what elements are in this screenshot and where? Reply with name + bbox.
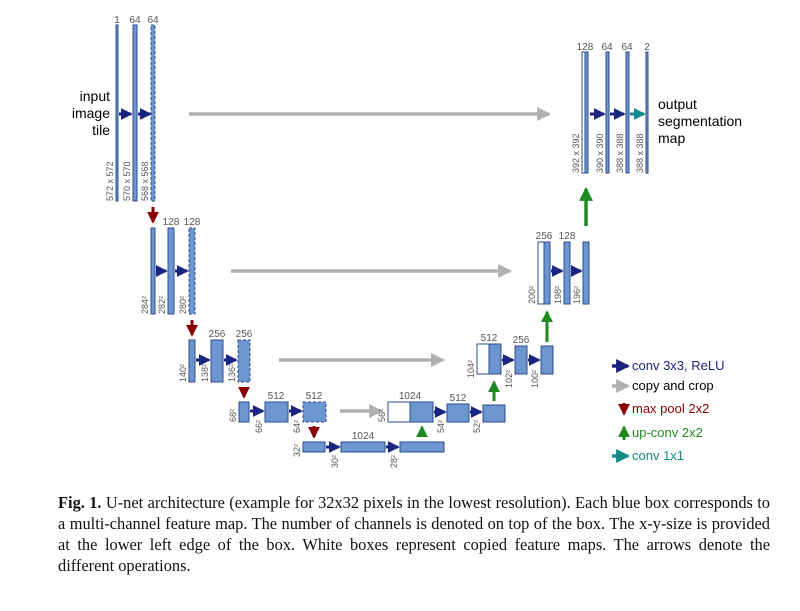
channel-label-L1-conv2: 64 xyxy=(147,15,159,26)
size-label-R4-concat: 56² xyxy=(377,409,387,422)
feature-map-R2-conv1 xyxy=(563,241,571,305)
feature-map-R3-upconv xyxy=(488,343,502,375)
feature-map-L5-conv2 xyxy=(399,441,445,453)
feature-map-R1-upconv xyxy=(584,51,589,174)
legend-copy-label: copy and crop xyxy=(632,378,714,393)
feature-map-L3-conv1 xyxy=(210,339,224,383)
channel-label-L5-conv1: 1024 xyxy=(352,431,375,442)
feature-map-L3-conv2 xyxy=(237,339,251,383)
input-label-line2: image xyxy=(72,105,110,121)
channel-label-L1-input: 1 xyxy=(114,15,120,26)
feature-map-L1-conv2 xyxy=(150,24,156,202)
figure-caption-label: Fig. 1. xyxy=(58,493,102,512)
feature-map-L2-pool xyxy=(150,227,156,315)
channel-label-L2-conv1: 128 xyxy=(163,217,180,228)
output-label-line3: map xyxy=(658,130,685,146)
channel-label-L4-conv2: 512 xyxy=(306,391,323,402)
feature-map-R1-output xyxy=(645,51,649,174)
size-label-R4-conv1: 54² xyxy=(436,420,446,433)
size-label-L4-conv1: 66² xyxy=(254,420,264,433)
channel-label-R1-concat: 128 xyxy=(577,42,594,53)
size-label-R4-conv2: 52² xyxy=(472,420,482,433)
channel-label-R4-concat: 1024 xyxy=(399,391,422,402)
size-label-R2-concat: 200² xyxy=(527,286,537,304)
size-label-R2-conv2: 196² xyxy=(572,286,582,304)
channel-label-R1-output: 2 xyxy=(644,42,650,53)
size-label-L3-conv1: 138² xyxy=(200,364,210,382)
channel-label-R1-conv1: 64 xyxy=(601,42,613,53)
feature-map-L1-input xyxy=(115,24,119,202)
feature-map-L4-pool xyxy=(238,401,250,423)
size-label-L5-conv2: 28² xyxy=(389,455,399,468)
size-label-R2-conv1: 198² xyxy=(553,286,563,304)
size-label-L2-pool: 284² xyxy=(140,296,150,314)
size-label-L2-conv1: 282² xyxy=(157,296,167,314)
feature-map-L1-conv1 xyxy=(132,24,138,202)
size-label-L3-pool: 140² xyxy=(178,364,188,382)
size-label-L5-pool: 32² xyxy=(292,444,302,457)
legend: conv 3x3, ReLU copy and crop max pool 2x… xyxy=(612,358,725,463)
feature-map-R3-conv2 xyxy=(540,345,554,375)
size-label-R1-output: 388 x 388 xyxy=(635,133,645,173)
feature-map-R4-upconv xyxy=(409,401,434,423)
size-label-R1-conv2: 388 x 388 xyxy=(615,133,625,173)
feature-map-L2-conv1 xyxy=(167,227,175,315)
output-label-line2: segmentation xyxy=(658,113,742,129)
size-label-L1-conv1: 570 x 570 xyxy=(122,161,132,201)
size-label-R1-concat: 392 x 392 xyxy=(571,133,581,173)
feature-map-L4-conv2 xyxy=(302,401,327,423)
channel-label-R3-concat: 512 xyxy=(481,333,498,344)
feature-map-R1-conv1 xyxy=(605,51,610,174)
channel-label-R2-concat: 256 xyxy=(536,231,553,242)
size-label-L4-conv2: 64² xyxy=(292,420,302,433)
feature-map-L5-conv1 xyxy=(340,441,386,453)
channel-label-L4-conv1: 512 xyxy=(268,391,285,402)
size-label-R1-conv1: 390 x 390 xyxy=(595,133,605,173)
feature-map-R3-conv1 xyxy=(514,345,528,375)
feature-map-R4-conv2 xyxy=(482,404,506,423)
channel-label-R4-conv1: 512 xyxy=(450,393,467,404)
feature-map-L2-conv2 xyxy=(188,227,196,315)
channel-label-L1-conv1: 64 xyxy=(129,15,141,26)
size-label-L1-conv2: 568 x 568 xyxy=(140,161,150,201)
feature-map-R4-conv1 xyxy=(446,403,470,423)
size-label-L5-conv1: 30² xyxy=(330,455,340,468)
size-label-L3-conv2: 136² xyxy=(227,364,237,382)
copied-map-R2 xyxy=(537,241,545,305)
legend-upconv-label: up-conv 2x2 xyxy=(632,425,703,440)
copied-map-R4 xyxy=(387,401,411,423)
feature-map-L4-conv1 xyxy=(264,401,289,423)
channel-label-R2-conv1: 128 xyxy=(559,231,576,242)
size-label-R3-conv2: 100² xyxy=(530,370,540,388)
feature-map-R2-upconv xyxy=(543,241,551,305)
size-label-R3-conv1: 102² xyxy=(504,370,514,388)
figure-caption: Fig. 1. U-net architecture (example for … xyxy=(58,492,770,576)
channel-label-R3-conv1: 256 xyxy=(513,335,530,346)
channel-label-L2-conv2: 128 xyxy=(184,217,201,228)
legend-pool-label: max pool 2x2 xyxy=(632,401,709,416)
input-label-line1: input xyxy=(80,88,110,104)
feature-map-L3-pool xyxy=(188,339,196,383)
size-label-L2-conv2: 280² xyxy=(178,296,188,314)
output-label-line1: output xyxy=(658,96,697,112)
size-label-L1-input: 572 x 572 xyxy=(105,161,115,201)
channel-label-L3-conv1: 256 xyxy=(209,329,226,340)
legend-conv-label: conv 3x3, ReLU xyxy=(632,358,725,373)
legend-conv1x1-label: conv 1x1 xyxy=(632,448,684,463)
input-label-line3: tile xyxy=(92,122,110,138)
figure-caption-text: U-net architecture (example for 32x32 pi… xyxy=(58,493,771,575)
copied-map-R3 xyxy=(476,343,490,375)
size-label-R3-concat: 104² xyxy=(466,360,476,378)
size-label-L4-pool: 68² xyxy=(228,409,238,422)
channel-label-R1-conv2: 64 xyxy=(621,42,633,53)
feature-map-L5-pool xyxy=(302,441,326,453)
feature-map-R2-conv2 xyxy=(582,241,590,305)
feature-map-R1-conv2 xyxy=(625,51,630,174)
channel-label-L3-conv2: 256 xyxy=(236,329,253,340)
